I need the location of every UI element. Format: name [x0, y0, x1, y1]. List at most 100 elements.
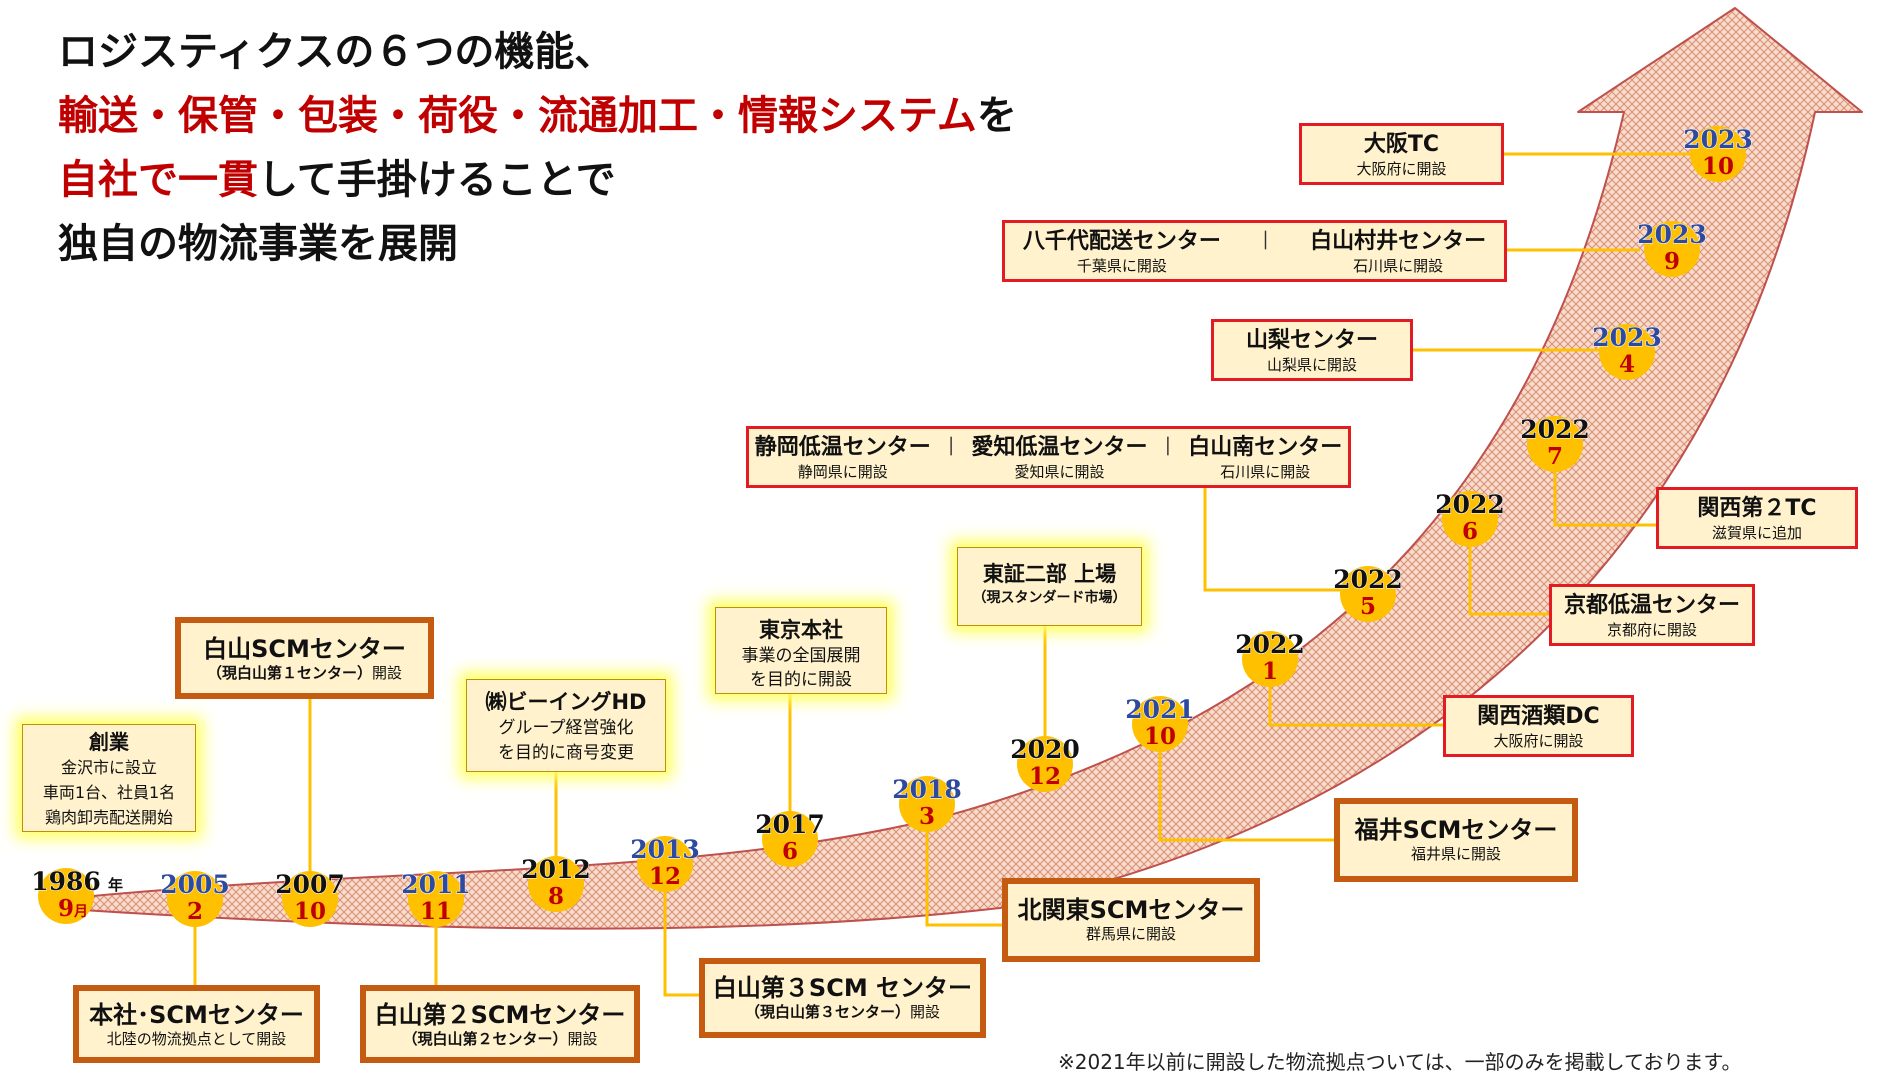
milestone-year: 2023	[1592, 323, 1662, 352]
box-being-hd-line-2: を目的に商号変更	[498, 743, 634, 763]
box-hakusan-scm-title: 白山SCMセンター	[203, 635, 406, 663]
box-osaka: 大阪TC 大阪府に開設	[1299, 123, 1504, 185]
year-disc-marker-icon	[1132, 696, 1188, 752]
milestone-month: 12	[1029, 763, 1061, 790]
box-kansai2-sub: 滋賀県に追加	[1711, 524, 1802, 542]
year-disc-marker-icon	[528, 856, 584, 912]
milestone-year: 2011	[401, 870, 471, 899]
box-yamanashi-title: 山梨センター	[1245, 328, 1378, 353]
milestone-year: 2023	[1683, 125, 1753, 154]
year-disc-marker-icon	[1242, 631, 1298, 687]
box-osaka-title: 大阪TC	[1363, 132, 1440, 157]
headline-line-3-tail: して手掛けることで	[258, 157, 616, 203]
box-fukui-title: 福井SCMセンター	[1354, 816, 1558, 844]
box-sougyou-line-3: 鶏肉卸売配送開始	[44, 808, 173, 827]
milestone-month: 7	[1547, 443, 1563, 470]
connector-line	[1468, 520, 1549, 616]
box-aichi-title: 愛知低温センター	[971, 435, 1148, 460]
milestone-year: 2020	[1010, 735, 1080, 764]
box-hakusan2-sub-bold: （現白山第２センター）	[402, 1030, 568, 1048]
milestone-year: 2012	[521, 855, 591, 884]
milestone-year: 2005	[160, 870, 230, 899]
box-hakusan2: 白山第２SCMセンター （現白山第２センター）開設	[360, 985, 640, 1063]
milestone-year: 2007	[275, 870, 345, 899]
box-tokyo-line-1: 事業の全国展開	[741, 646, 861, 666]
box-kitakanto: 北関東SCMセンター 群馬県に開設	[1002, 878, 1260, 962]
year-disc-marker-icon	[408, 871, 464, 927]
box-yachiyo-group: 八千代配送センター千葉県に開設 ｜ 白山村井センター石川県に開設	[1002, 220, 1507, 282]
box-being-hd-line-1: グループ経営強化	[498, 718, 634, 738]
year-disc-marker-icon	[1527, 416, 1583, 472]
box-hakusan2-sub-tail: 開設	[567, 1030, 598, 1048]
milestone-month: 8	[548, 883, 564, 910]
month-suffix: 月	[73, 904, 88, 920]
box-hakusan-minami-title: 白山南センター	[1188, 435, 1343, 460]
box-hakusan-murai-sub: 石川県に開設	[1353, 257, 1444, 275]
milestone-year: 2022	[1333, 565, 1403, 594]
box-fukui-sub: 福井県に開設	[1410, 845, 1501, 863]
milestone-month: 6	[1462, 518, 1478, 545]
headline-particle: を	[976, 93, 1017, 139]
box-hakusan-minami-sub: 石川県に開設	[1220, 463, 1311, 481]
box-osaka-sub: 大阪府に開設	[1356, 160, 1447, 178]
headline: ロジスティクスの６つの機能、 輸送・保管・包装・荷役・流通加工・情報システムを …	[58, 20, 1058, 276]
milestone-month: 1	[1262, 658, 1278, 685]
connector-line	[1203, 488, 1368, 592]
milestone-month: 11	[420, 898, 452, 925]
year-disc-marker-icon	[762, 811, 818, 867]
box-yachiyo-title: 八千代配送センター	[1022, 229, 1221, 254]
year-disc-marker-icon	[637, 836, 693, 892]
box-honsha-scm-sub: 北陸の物流拠点として開設	[106, 1030, 287, 1048]
headline-line-4: 独自の物流事業を展開	[58, 221, 458, 267]
box-hakusan-scm-sub-bold: （現白山第１センター）	[206, 664, 372, 682]
milestone-month: 9	[58, 895, 74, 922]
year-disc-marker-icon	[1644, 221, 1700, 277]
box-kyoto-title: 京都低温センター	[1563, 593, 1740, 618]
box-kitakanto-title: 北関東SCMセンター	[1017, 896, 1245, 924]
box-kansai-shurui-title: 関西酒類DC	[1477, 704, 1600, 729]
connector-line	[1553, 455, 1656, 527]
box-sougyou-title: 創業	[89, 730, 129, 754]
milestone-year: 2022	[1520, 415, 1590, 444]
milestone-month: 5	[1360, 593, 1376, 620]
milestone-year: 2022	[1235, 630, 1305, 659]
connector-line	[1158, 740, 1334, 842]
box-being-hd-title: ㈱ビーイングHD	[485, 690, 647, 714]
box-hakusan2-title: 白山第２SCMセンター	[374, 1001, 626, 1029]
milestone-month: 4	[1619, 351, 1635, 378]
milestone-month: 10	[294, 898, 326, 925]
box-fukui: 福井SCMセンター 福井県に開設	[1334, 798, 1578, 882]
box-hakusan3-sub-bold: （現白山第３センター）	[744, 1003, 910, 1021]
box-kyoto-sub: 京都府に開設	[1606, 621, 1697, 639]
milestone-month: 12	[649, 863, 681, 890]
milestone-year: 2013	[630, 835, 700, 864]
box-hakusan-scm-sub-tail: 開設	[372, 664, 403, 682]
milestone-year: 2022	[1435, 490, 1505, 519]
milestone-month: 10	[1702, 153, 1734, 180]
year-disc-marker-icon	[167, 871, 223, 927]
year-disc-marker-icon	[38, 868, 94, 924]
box-shizuoka-sub: 静岡県に開設	[797, 463, 888, 481]
box-kansai2-title: 関西第２TC	[1697, 496, 1817, 521]
box-tokyo-line-2: を目的に開設	[750, 670, 852, 690]
box-yachiyo-sub: 千葉県に開設	[1076, 257, 1167, 275]
box-hakusan-murai-title: 白山村井センター	[1310, 229, 1487, 254]
milestone-month: 9	[1664, 248, 1680, 275]
box-shizuoka-title: 静岡低温センター	[754, 435, 931, 460]
box-kansai-shurui: 関西酒類DC 大阪府に開設	[1443, 695, 1634, 757]
milestone-year: 2023	[1637, 220, 1707, 249]
box-honsha-scm: 本社･SCMセンター 北陸の物流拠点として開設	[73, 985, 320, 1063]
headline-integrated: 自社で一貫	[58, 157, 258, 203]
headline-line-3: 自社で一貫して手掛けることで	[58, 148, 1058, 212]
